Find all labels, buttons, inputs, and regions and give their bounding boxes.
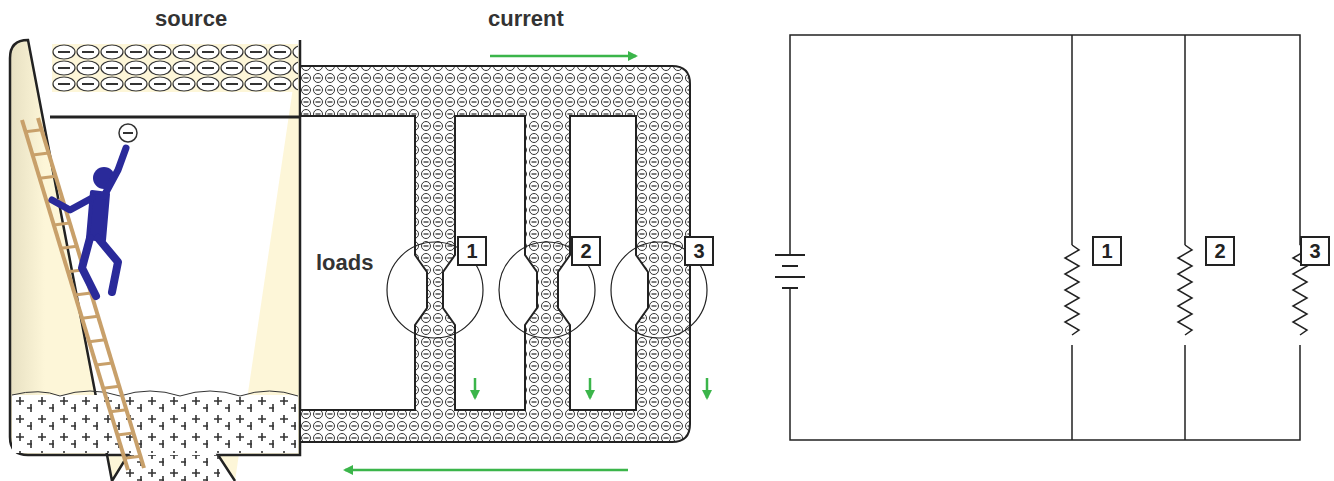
callout-box: 2 <box>571 236 601 266</box>
callout-box: 2 <box>1205 236 1235 266</box>
source-label: source <box>155 6 227 32</box>
callout-box: 3 <box>1300 236 1330 266</box>
callout-number: 1 <box>466 241 477 261</box>
callout-number: 2 <box>1214 241 1225 261</box>
callout-number: 1 <box>1101 241 1112 261</box>
current-label: current <box>488 6 564 32</box>
loads-label: loads <box>316 250 373 276</box>
callout-number: 3 <box>1309 241 1320 261</box>
callout-number: 2 <box>580 241 591 261</box>
callout-box: 3 <box>684 236 714 266</box>
callout-number: 3 <box>693 241 704 261</box>
callout-box: 1 <box>1092 236 1122 266</box>
callout-box: 1 <box>457 236 487 266</box>
